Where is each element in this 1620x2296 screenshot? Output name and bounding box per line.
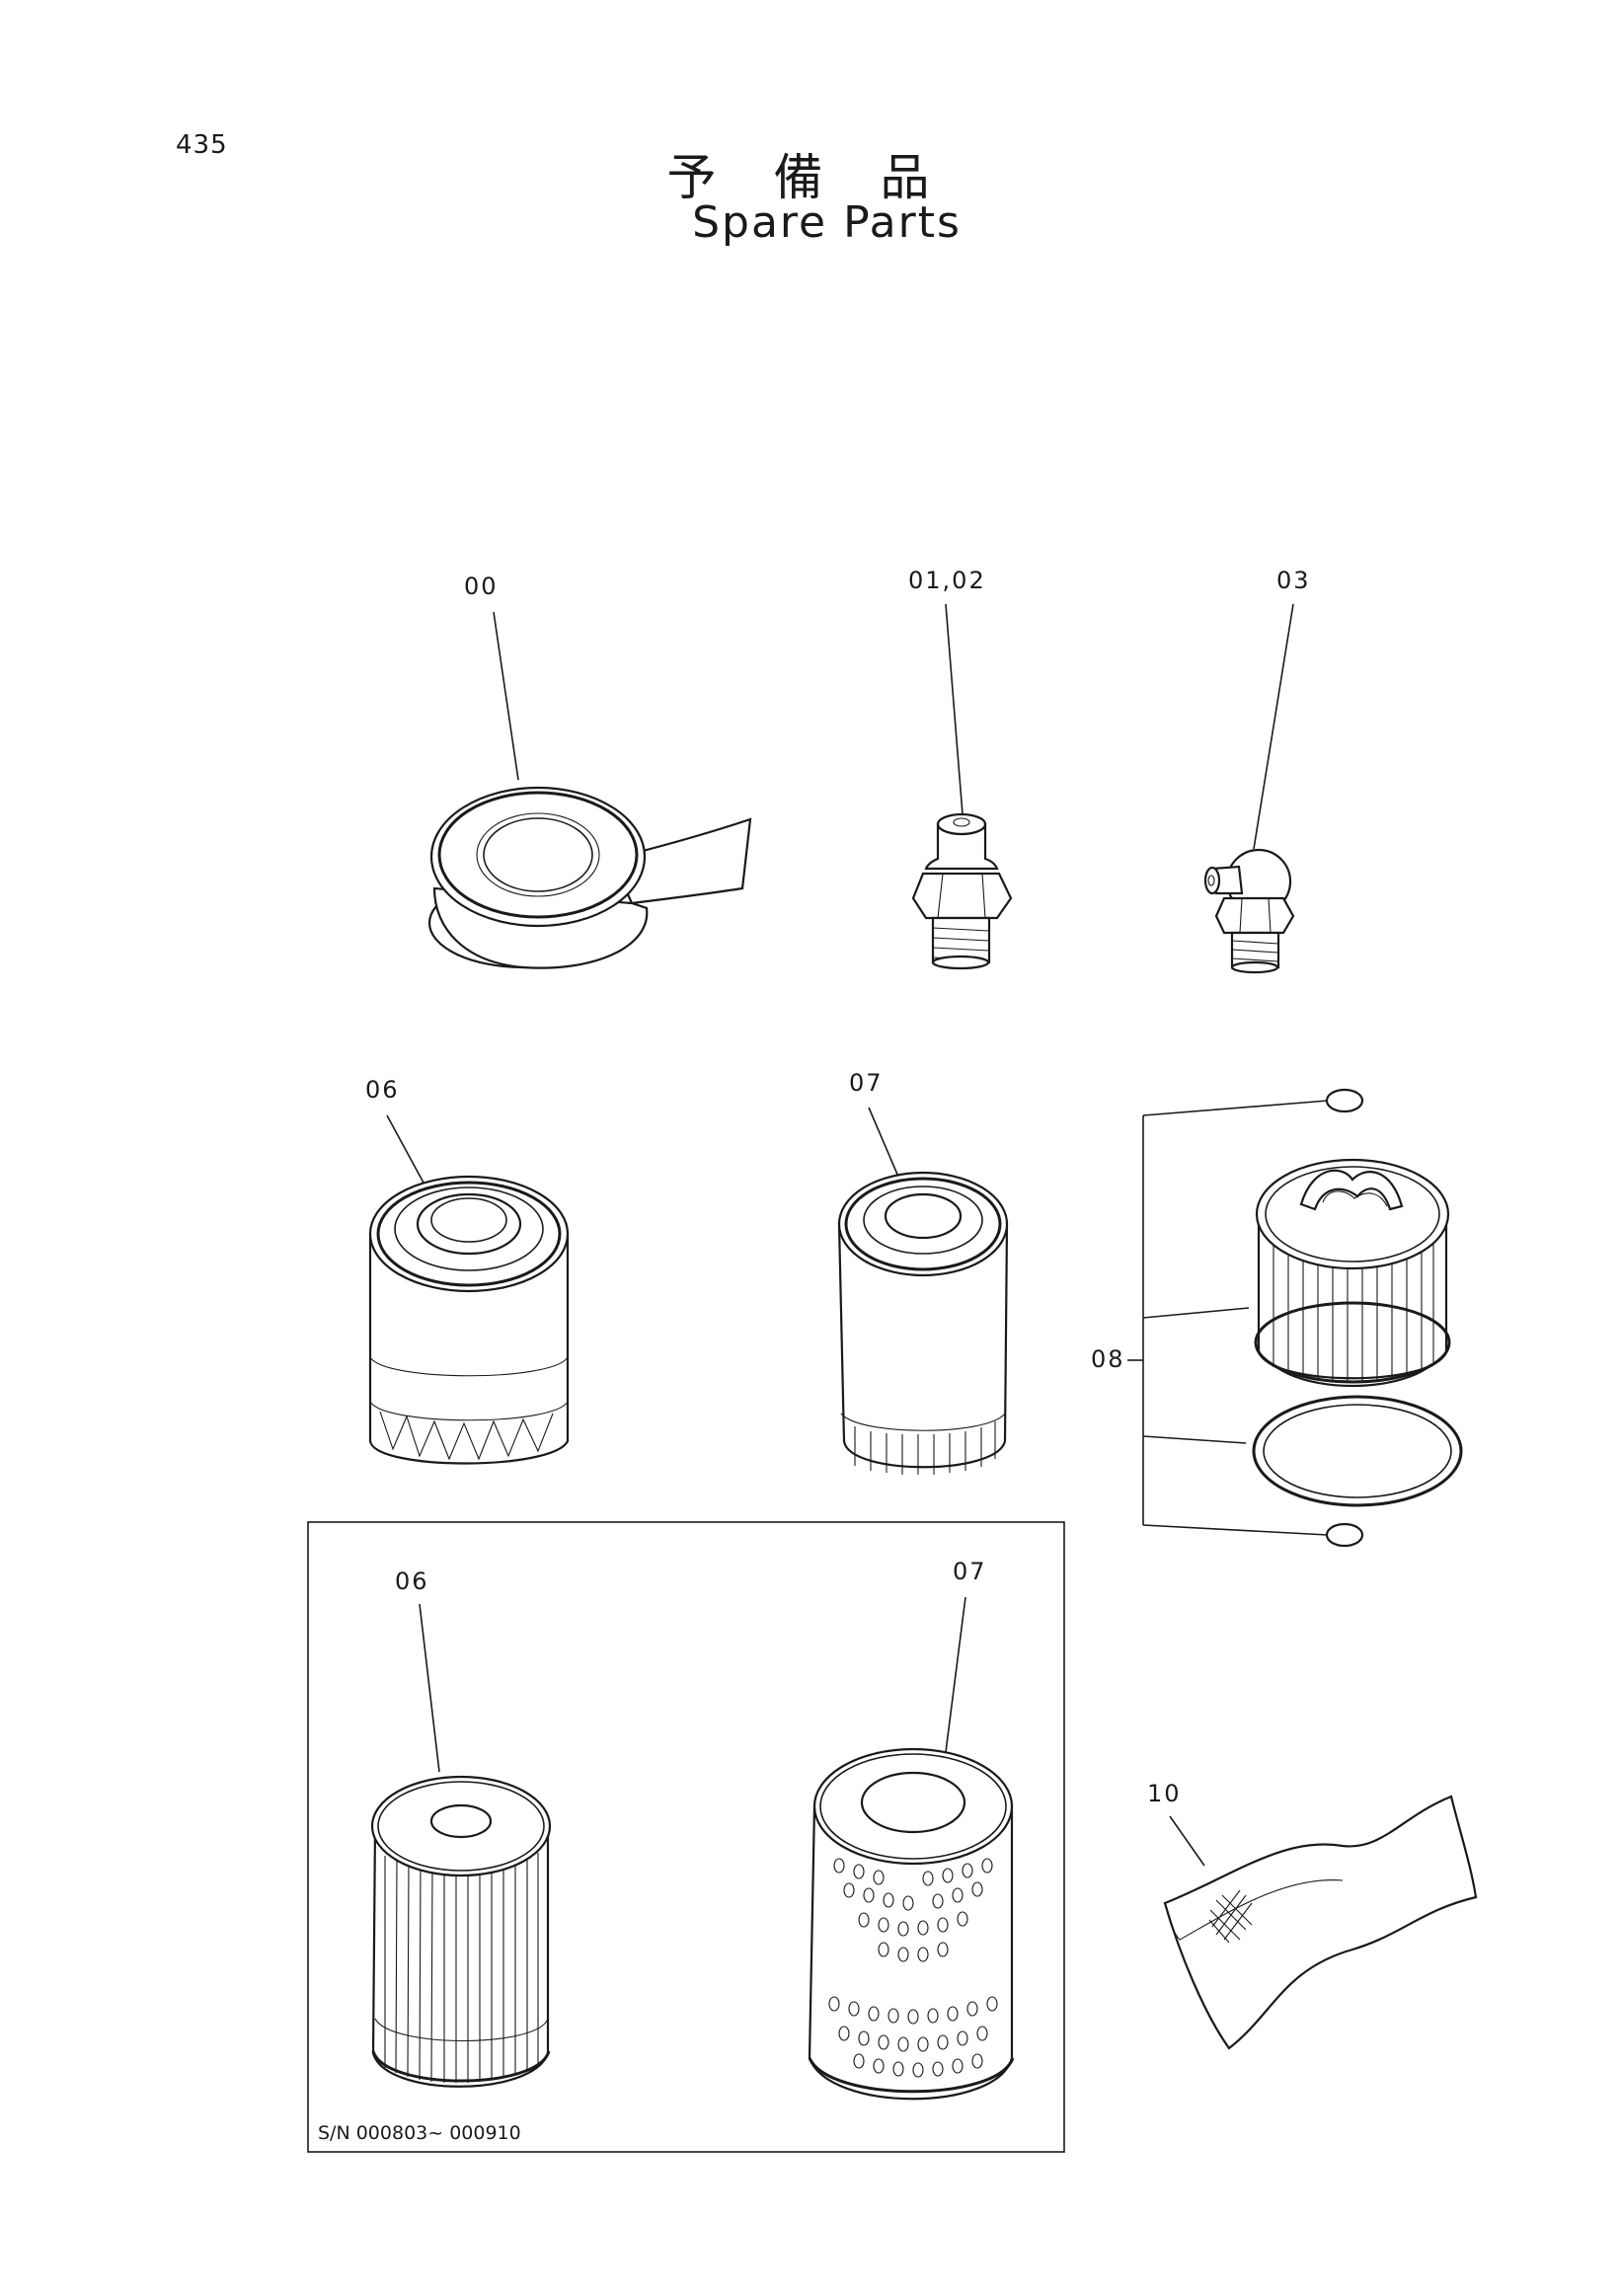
part-label-07-box: 07 xyxy=(953,1558,987,1585)
perforated-filter-element-icon xyxy=(808,1747,1015,2101)
part-01-02: 01,02 xyxy=(908,567,1013,970)
part-03: 03 xyxy=(1203,567,1311,974)
part-label-08: 08 xyxy=(1091,1345,1125,1373)
leader-line-01-02 xyxy=(945,603,964,815)
part-label-07-top: 07 xyxy=(849,1069,884,1097)
part-06-box: 06 xyxy=(370,1568,552,2088)
page-title-jp: 予備品 xyxy=(666,149,987,206)
page-title-en: Spare Parts xyxy=(692,197,962,248)
small-oring-icon-2 xyxy=(1325,1522,1364,1548)
part-10: 10 xyxy=(1147,1780,1478,2050)
part-00: 00 xyxy=(427,573,752,969)
spin-on-filter-icon xyxy=(368,1175,570,1465)
leader-line-03 xyxy=(1253,603,1294,850)
part-label-03: 03 xyxy=(1276,567,1311,594)
part-label-01-02: 01,02 xyxy=(908,567,986,594)
leader-line-06-box xyxy=(419,1603,440,1773)
pleated-filter-element-icon xyxy=(370,1775,552,2088)
part-label-06-box: 06 xyxy=(395,1568,429,1595)
leader-line-07-top xyxy=(868,1107,899,1178)
part-08: 08 xyxy=(1091,1088,1463,1548)
leader-line-10 xyxy=(1169,1815,1205,1867)
leader-line-00 xyxy=(493,611,519,781)
leader-line-06-top xyxy=(386,1114,425,1186)
grease-nipple-angled-icon xyxy=(1203,848,1295,974)
part-07-box: 07 xyxy=(808,1558,1015,2101)
grease-nipple-straight-icon xyxy=(911,812,1013,970)
spin-on-filter-icon-2 xyxy=(837,1171,1009,1475)
part-label-10: 10 xyxy=(1147,1780,1182,1807)
part-label-00: 00 xyxy=(464,573,499,600)
part-06-top: 06 xyxy=(365,1076,570,1465)
small-oring-icon xyxy=(1325,1088,1364,1113)
leader-line-07-box xyxy=(945,1596,966,1753)
seal-tape-roll-icon xyxy=(427,786,752,969)
serial-range-label: S/N 000803~ 000910 xyxy=(318,2122,521,2144)
serial-range-box xyxy=(307,1521,1065,2153)
page-number: 435 xyxy=(176,130,228,160)
part-label-06-top: 06 xyxy=(365,1076,400,1104)
filter-element-with-orings-icon xyxy=(1252,1158,1463,1507)
filter-cloth-sheet-icon xyxy=(1163,1795,1478,2050)
part-07-top: 07 xyxy=(837,1069,1009,1475)
